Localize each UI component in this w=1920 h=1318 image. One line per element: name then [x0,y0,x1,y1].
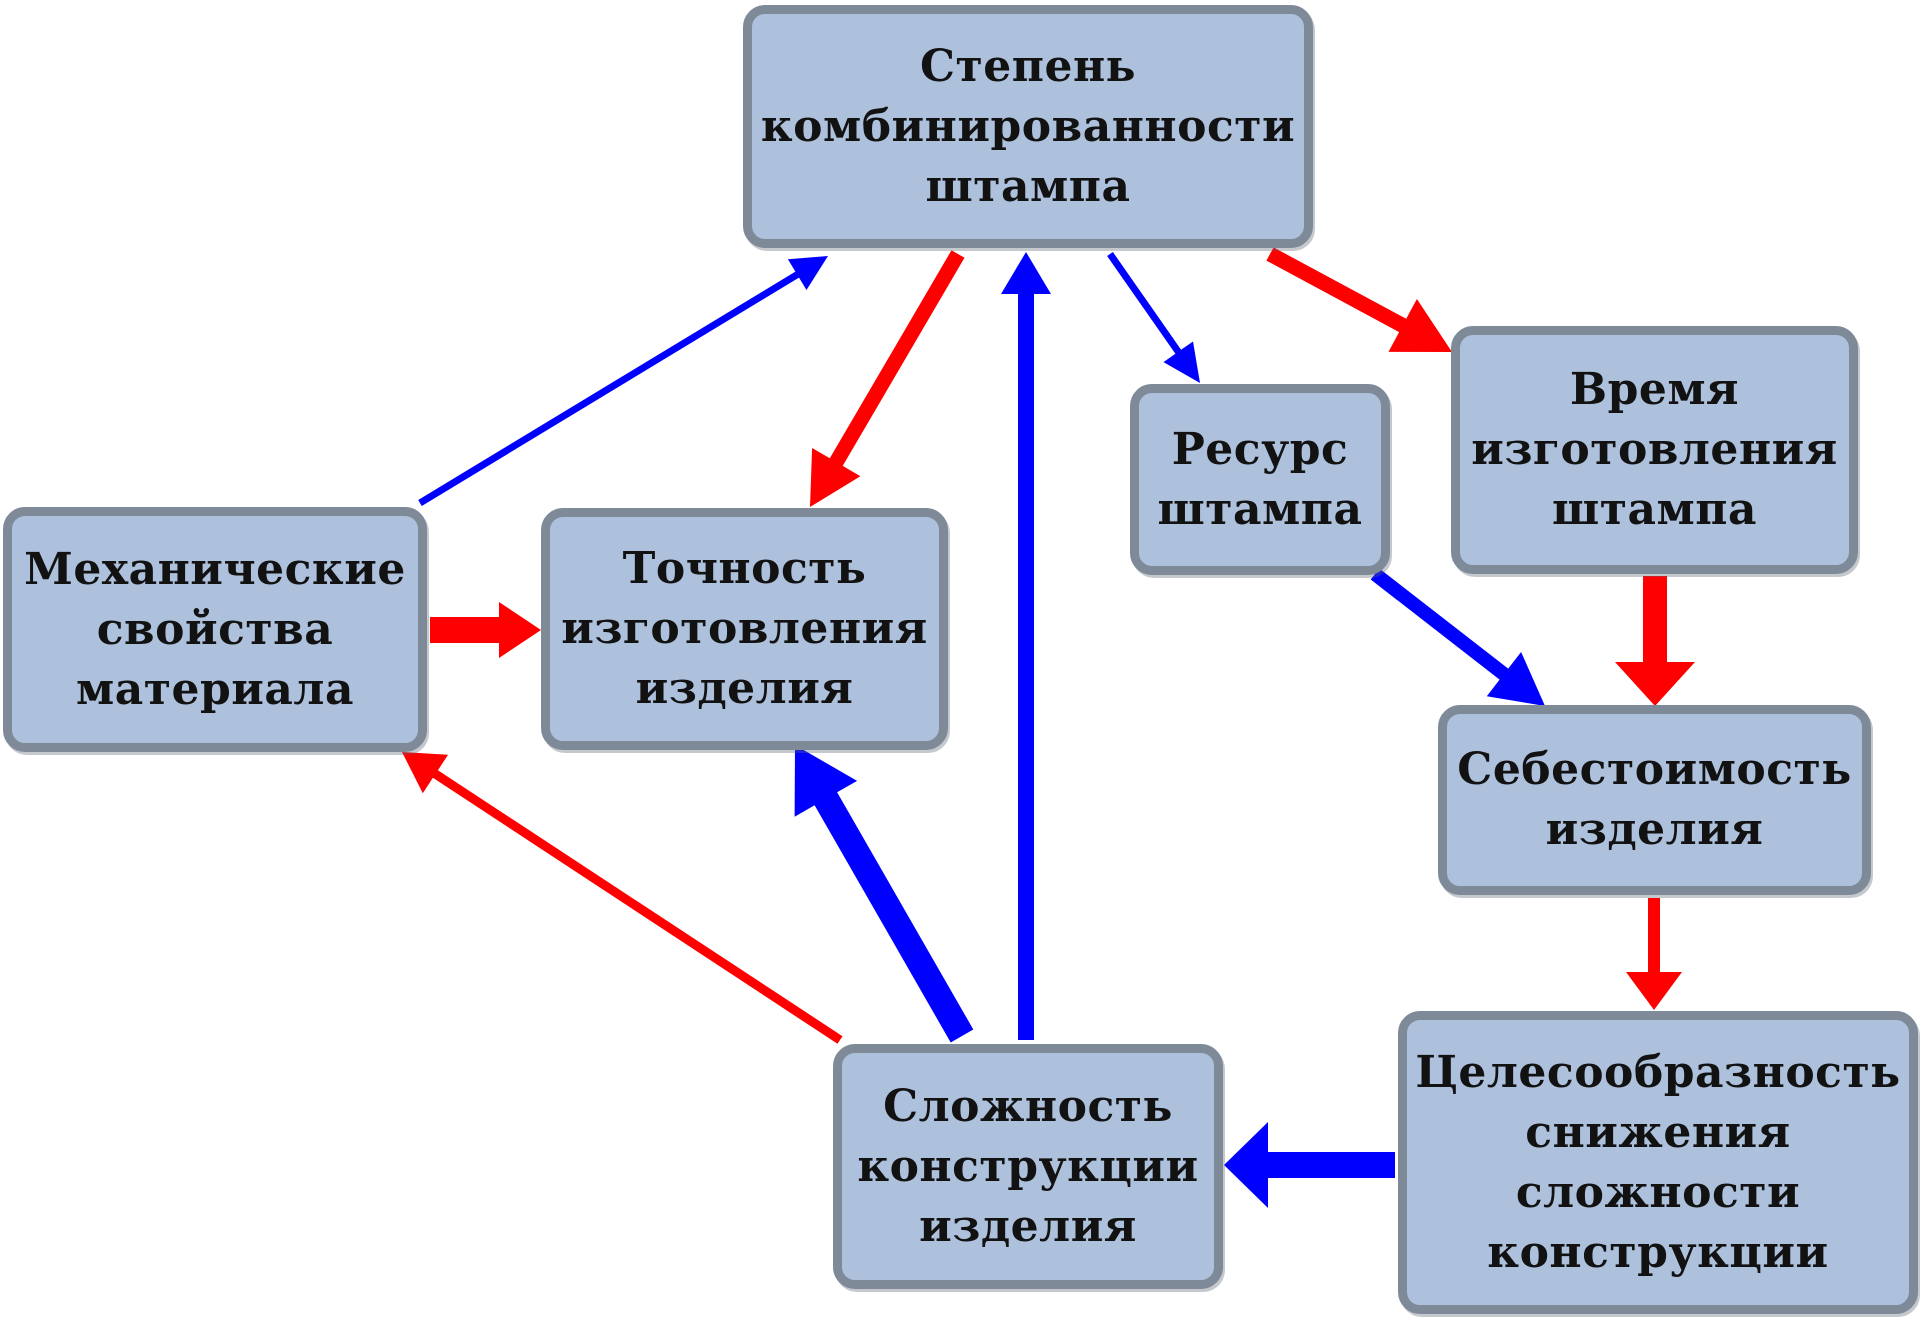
edge-mech-to-accuracy [430,602,541,658]
edge-resource-to-cost [1370,568,1545,706]
edge-cost-to-expediency [1626,898,1682,1010]
node-die-resource-label: Ресурс штампа [1157,423,1363,535]
edges-layer [402,247,1695,1208]
node-product-design-complexity-label: Сложность конструкции изделия [857,1080,1199,1252]
edge-degree-to-time [1266,247,1452,352]
node-material-mechanical-properties: Механические свойства материала [3,507,427,752]
node-complexity-reduction-expediency: Целесообразность снижения сложности конс… [1398,1011,1918,1314]
node-die-manufacturing-time: Время изготовления штампа [1451,326,1858,574]
edge-time-to-cost [1615,576,1695,706]
node-product-manufacturing-accuracy: Точность изготовления изделия [541,508,948,750]
edge-degree-to-resource [1107,252,1200,383]
node-die-manufacturing-time-label: Время изготовления штампа [1471,364,1838,535]
edge-complexity-to-degree [1001,252,1051,1040]
edge-complexity-to-mech [402,752,843,1044]
node-product-design-complexity: Сложность конструкции изделия [833,1044,1223,1289]
edge-degree-to-accuracy [810,250,965,507]
node-product-cost-label: Себестоимость изделия [1457,744,1852,855]
node-die-resource: Ресурс штампа [1130,384,1390,575]
node-die-combination-degree-label: Степень комбинированности штампа [760,40,1296,212]
node-material-mechanical-properties-label: Механические свойства материала [24,543,406,715]
edge-complexity-to-accuracy [794,745,974,1043]
edge-expediency-to-complexity [1224,1122,1395,1208]
node-product-manufacturing-accuracy-label: Точность изготовления изделия [561,543,928,714]
edge-mech-to-degree [418,256,828,506]
node-die-combination-degree: Степень комбинированности штампа [743,5,1313,248]
node-product-cost: Себестоимость изделия [1438,705,1871,895]
node-complexity-reduction-expediency-label: Целесообразность снижения сложности конс… [1415,1046,1901,1278]
